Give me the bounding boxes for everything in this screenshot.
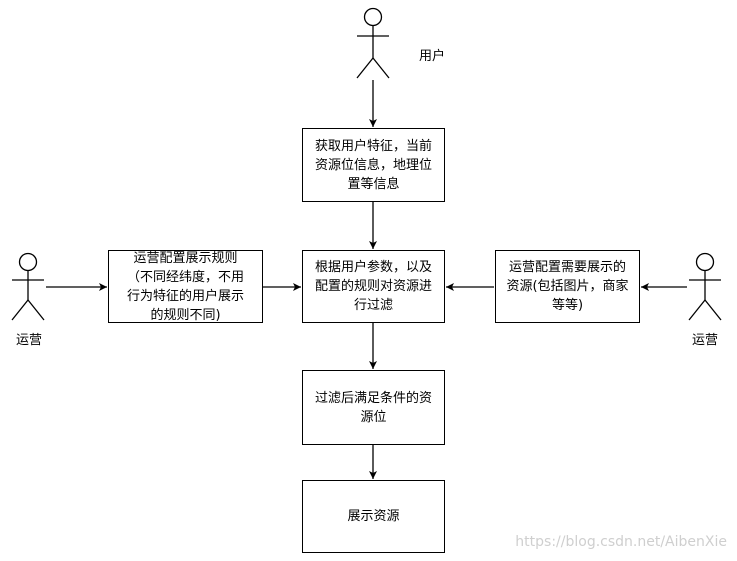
node-get-features: 获取用户特征，当前 资源位信息，地理位 置等信息 (302, 128, 445, 202)
node-filtered-result: 过滤后满足条件的资 源位 (302, 370, 445, 445)
node-filter-text: 根据用户参数，以及 配置的规则对资源进 行过滤 (314, 260, 432, 313)
node-resource-config-text: 运营配置需要展示的 资源(包括图片，商家 等等) (506, 260, 629, 313)
actor-ops-right-figure (688, 252, 722, 321)
node-rules-config-text: 运营配置展示规则 （不同经纬度，不用 行为特征的用户展示 的规则不同) (126, 250, 244, 323)
actor-user-label: 用户 (419, 49, 446, 64)
node-show-resources-text: 展示资源 (347, 509, 400, 524)
actor-ops-right-label: 运营 (692, 333, 719, 348)
actor-user-figure (356, 7, 390, 79)
node-show-resources: 展示资源 (302, 480, 445, 553)
node-filter: 根据用户参数，以及 配置的规则对资源进 行过滤 (302, 250, 445, 323)
actor-ops-left-figure (11, 252, 45, 321)
node-resource-config: 运营配置需要展示的 资源(包括图片，商家 等等) (495, 250, 640, 323)
node-rules-config: 运营配置展示规则 （不同经纬度，不用 行为特征的用户展示 的规则不同) (108, 250, 263, 323)
node-get-features-text: 获取用户特征，当前 资源位信息，地理位 置等信息 (314, 138, 432, 192)
watermark: https://blog.csdn.net/AibenXie (515, 534, 727, 550)
actor-ops-left-label: 运营 (16, 333, 43, 348)
node-filtered-result-text: 过滤后满足条件的资 源位 (314, 390, 432, 425)
